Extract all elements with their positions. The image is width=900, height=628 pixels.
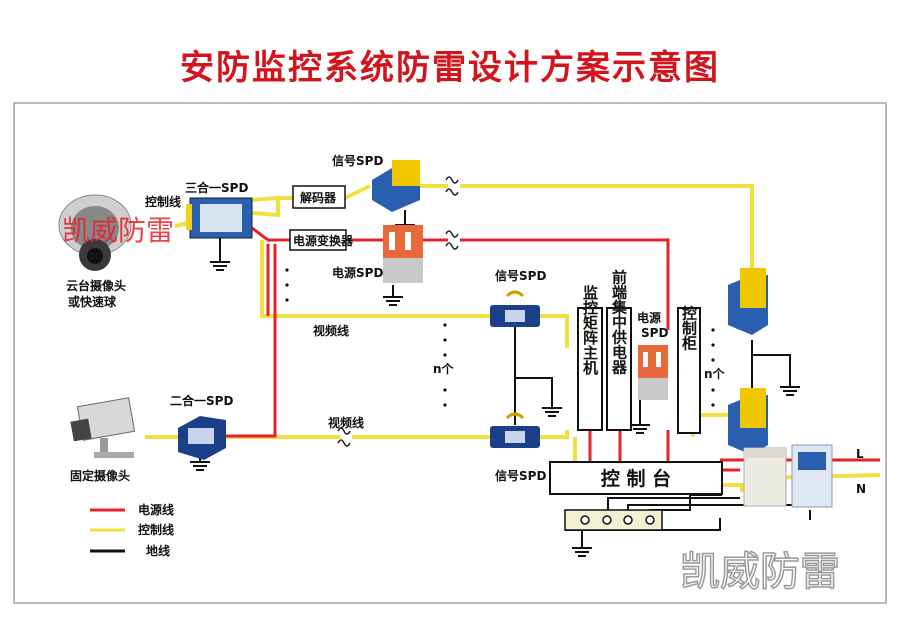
decoder-box bbox=[292, 185, 346, 209]
signal-spd-right-lower-device bbox=[728, 388, 768, 455]
dots-left bbox=[285, 268, 289, 302]
legend: 电源线 控制线 地线 bbox=[90, 502, 174, 558]
busbar-terminals bbox=[580, 515, 655, 525]
ptz-camera-icon bbox=[58, 194, 132, 271]
spd-3in1-label: 三合一SPD bbox=[185, 180, 248, 195]
watermark-red: 凯威防雷 bbox=[62, 214, 174, 247]
legend-power-label: 电源线 bbox=[138, 502, 174, 517]
power-spd-center-label-1: 电源 bbox=[637, 310, 661, 325]
power-converter-label: 电源变换器 bbox=[293, 233, 354, 248]
spd-2in1-device bbox=[178, 416, 226, 460]
matrix-host-label: 监控矩阵主机 bbox=[581, 284, 599, 376]
front-supply-box bbox=[606, 307, 632, 431]
ptz-camera-label: 云台摄像头 bbox=[66, 278, 126, 293]
control-cabinet-label: 控制柜 bbox=[680, 305, 698, 352]
matrix-host-box bbox=[577, 307, 603, 431]
fixed-camera-label: 固定摄像头 bbox=[70, 468, 130, 483]
video-line-label-1: 视频线 bbox=[313, 323, 349, 338]
decoder-label: 解码器 bbox=[300, 190, 337, 205]
fixed-camera-icon bbox=[70, 397, 136, 458]
power-lines bbox=[224, 226, 880, 472]
watermark-gray: 凯威防雷 bbox=[680, 549, 840, 595]
dots-right bbox=[711, 328, 715, 407]
control-line-label: 控制线 bbox=[145, 194, 181, 209]
n-count-mid: n个 bbox=[433, 361, 455, 376]
power-spd-center-label-2: SPD bbox=[641, 326, 668, 340]
power-protector-cabinet-icon bbox=[791, 444, 833, 508]
front-supply-label: 前端集中供电器 bbox=[610, 269, 628, 376]
control-console-label: 控 制 台 bbox=[601, 467, 671, 490]
signal-spd-bottom-device bbox=[490, 412, 540, 448]
page-title: 安防监控系统防雷设计方案示意图 bbox=[180, 48, 720, 88]
power-converter-box bbox=[289, 229, 347, 251]
control-console-box bbox=[549, 461, 723, 495]
legend-control-label: 控制线 bbox=[138, 522, 174, 537]
ups-icon bbox=[743, 447, 787, 507]
ground-lines bbox=[190, 210, 811, 557]
signal-spd-top-device bbox=[372, 160, 420, 212]
line-N-label: N bbox=[856, 482, 866, 496]
signal-spd-top-label: 信号SPD bbox=[332, 153, 383, 168]
power-spd-center-device bbox=[638, 345, 668, 400]
control-cabinet-box bbox=[677, 307, 701, 434]
signal-spd-mid-label: 信号SPD bbox=[495, 268, 546, 283]
dots-mid bbox=[443, 323, 447, 407]
n-count-right: n个 bbox=[704, 366, 726, 381]
ptz-camera-label-2: 或快速球 bbox=[68, 294, 117, 309]
legend-ground-label: 地线 bbox=[146, 543, 170, 558]
power-spd-top-device bbox=[383, 225, 423, 283]
break-marks bbox=[337, 176, 459, 447]
line-L-label: L bbox=[856, 447, 864, 461]
power-spd-top-label: 电源SPD bbox=[332, 265, 383, 280]
ground-busbar bbox=[564, 509, 663, 531]
spd-3in1-device bbox=[186, 197, 253, 239]
signal-spd-right-upper-device bbox=[728, 268, 768, 335]
spd-2in1-label: 二合一SPD bbox=[170, 393, 233, 408]
signal-spd-bottom-label: 信号SPD bbox=[495, 468, 546, 483]
signal-spd-mid-device bbox=[490, 290, 540, 327]
video-line-label-2: 视频线 bbox=[328, 415, 364, 430]
diagram-frame bbox=[13, 102, 887, 604]
